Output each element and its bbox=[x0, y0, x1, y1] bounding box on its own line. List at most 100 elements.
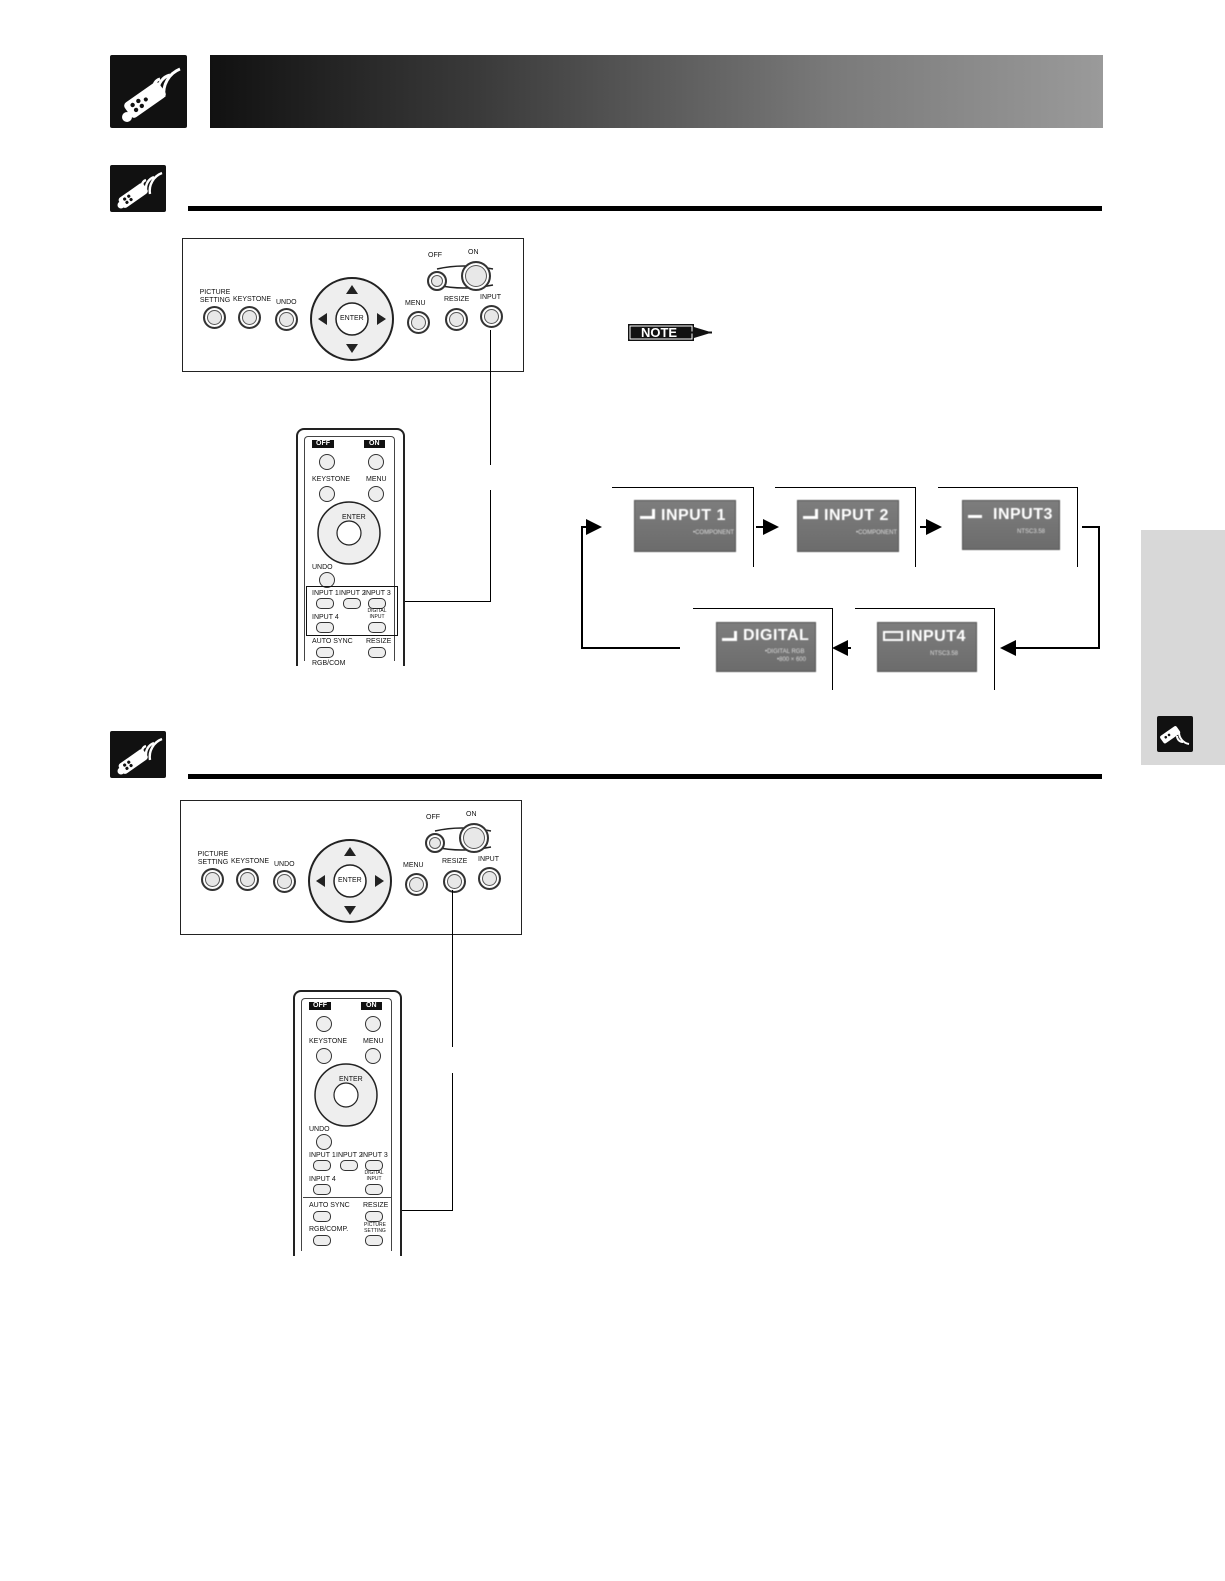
section2-rule bbox=[188, 774, 1102, 779]
panel-picture-setting-label: PICTURE SETTING bbox=[197, 851, 229, 866]
remote-input1-label: INPUT 1 bbox=[309, 1152, 336, 1159]
remote-dpad[interactable] bbox=[313, 1062, 379, 1128]
screen-input4-sub: NTSC3.58 bbox=[930, 651, 959, 657]
note-label: NOTE bbox=[640, 325, 678, 340]
picture-setting-button[interactable] bbox=[203, 306, 226, 329]
remote-on-label: ON bbox=[364, 440, 385, 448]
remote-digital-input-label: DIGITAL INPUT bbox=[364, 1170, 384, 1182]
remote-input2-button[interactable] bbox=[343, 598, 361, 609]
remote-resize-label: RESIZE bbox=[363, 1202, 389, 1209]
panel-undo-label: UNDO bbox=[274, 861, 295, 868]
panel-enter-label: ENTER bbox=[340, 315, 364, 322]
panel-off-label: OFF bbox=[426, 814, 440, 821]
panel-menu-label: MENU bbox=[403, 862, 424, 869]
connector-line bbox=[452, 1073, 453, 1211]
note-tag bbox=[628, 324, 712, 341]
remote-on-button[interactable] bbox=[368, 454, 384, 470]
panel-menu-label: MENU bbox=[405, 300, 426, 307]
resize-button[interactable] bbox=[443, 870, 466, 893]
input-button[interactable] bbox=[478, 867, 501, 890]
remote-digital-input-button[interactable] bbox=[365, 1184, 383, 1195]
dpad[interactable] bbox=[307, 838, 393, 924]
screen-input2-title: INPUT 2 bbox=[824, 507, 889, 524]
section1-remote-icon bbox=[110, 165, 166, 212]
remote-enter-label: ENTER bbox=[339, 1076, 363, 1083]
remote-input3-button[interactable] bbox=[368, 598, 386, 609]
remote-keystone-label: KEYSTONE bbox=[309, 1038, 347, 1045]
screen-input3-title: INPUT3 bbox=[993, 506, 1053, 523]
input-button[interactable] bbox=[480, 305, 503, 328]
screen-input2-sub: •COMPONENT bbox=[856, 530, 898, 536]
remote-digital-input-button[interactable] bbox=[368, 622, 386, 633]
remote-dpad[interactable] bbox=[316, 500, 382, 566]
connector-line bbox=[396, 601, 491, 602]
input-icon bbox=[968, 509, 982, 518]
remote-menu-button[interactable] bbox=[368, 486, 384, 502]
remote-undo-label: UNDO bbox=[309, 1126, 330, 1133]
remote-resize-button[interactable] bbox=[365, 1211, 383, 1222]
section1-projector-panel: OFF ON PICTURE SETTING KEYSTONE UNDO ENT… bbox=[182, 238, 524, 372]
remote-undo-button[interactable] bbox=[319, 572, 335, 588]
panel-on-label: ON bbox=[468, 249, 479, 256]
keystone-button[interactable] bbox=[236, 868, 259, 891]
remote-off-button[interactable] bbox=[316, 1016, 332, 1032]
remote-input4-button[interactable] bbox=[316, 622, 334, 633]
remote-input3-button[interactable] bbox=[365, 1160, 383, 1171]
panel-resize-label: RESIZE bbox=[442, 858, 468, 865]
panel-off-label: OFF bbox=[428, 252, 442, 259]
remote-input4-button[interactable] bbox=[313, 1184, 331, 1195]
menu-button[interactable] bbox=[407, 311, 430, 334]
remote-off-label: OFF bbox=[312, 440, 334, 448]
panel-keystone-label: KEYSTONE bbox=[233, 296, 271, 303]
menu-button[interactable] bbox=[405, 873, 428, 896]
input-icon bbox=[803, 509, 818, 519]
screen-input2: INPUT 2 •COMPONENT bbox=[797, 500, 899, 552]
panel-undo-label: UNDO bbox=[276, 299, 297, 306]
remote-input2-label: INPUT 2 bbox=[336, 1152, 363, 1159]
remote-off-button[interactable] bbox=[319, 454, 335, 470]
power-on-button[interactable] bbox=[461, 261, 491, 291]
resize-button[interactable] bbox=[445, 308, 468, 331]
remote-auto-sync-button[interactable] bbox=[316, 647, 334, 658]
remote-keystone-button[interactable] bbox=[319, 486, 335, 502]
remote-menu-button[interactable] bbox=[365, 1048, 381, 1064]
connector-line bbox=[490, 490, 491, 602]
remote-auto-sync-label: AUTO SYNC bbox=[309, 1202, 350, 1209]
remote-picture-setting-button[interactable] bbox=[365, 1235, 383, 1246]
header-remote-icon bbox=[110, 55, 187, 128]
remote-auto-sync-button[interactable] bbox=[313, 1211, 331, 1222]
power-on-button[interactable] bbox=[459, 823, 489, 853]
remote-rgb-comp-button[interactable] bbox=[313, 1235, 331, 1246]
remote-keystone-button[interactable] bbox=[316, 1048, 332, 1064]
remote-input1-label: INPUT 1 bbox=[312, 590, 339, 597]
remote-rgb-comp-label: RGB/COM bbox=[312, 660, 346, 667]
picture-setting-button[interactable] bbox=[201, 868, 224, 891]
remote-picture-setting-label: PICTURE SETTING bbox=[364, 1222, 386, 1234]
remote-resize-button[interactable] bbox=[368, 647, 386, 658]
power-off-button[interactable] bbox=[427, 271, 447, 291]
input-cycle-arrows bbox=[581, 519, 1100, 656]
remote-input2-label: INPUT 2 bbox=[339, 590, 366, 597]
undo-button[interactable] bbox=[275, 308, 298, 331]
remote-menu-label: MENU bbox=[363, 1038, 384, 1045]
undo-button[interactable] bbox=[273, 870, 296, 893]
remote-input1-button[interactable] bbox=[316, 598, 334, 609]
power-off-button[interactable] bbox=[425, 833, 445, 853]
dpad[interactable] bbox=[309, 276, 395, 362]
remote-auto-sync-label: AUTO SYNC bbox=[312, 638, 353, 645]
remote-keystone-label: KEYSTONE bbox=[312, 476, 350, 483]
section2-projector-panel: OFF ON PICTURE SETTING KEYSTONE UNDO ENT… bbox=[180, 800, 522, 935]
remote-undo-button[interactable] bbox=[316, 1134, 332, 1150]
remote-input2-button[interactable] bbox=[340, 1160, 358, 1171]
input-icon bbox=[883, 631, 903, 641]
keystone-button[interactable] bbox=[238, 306, 261, 329]
remote-input4-label: INPUT 4 bbox=[312, 614, 339, 621]
remote-input1-button[interactable] bbox=[313, 1160, 331, 1171]
remote-on-button[interactable] bbox=[365, 1016, 381, 1032]
input-icon bbox=[640, 509, 655, 519]
screen-input3: INPUT3 NTSC3.58 bbox=[962, 500, 1060, 550]
divider bbox=[303, 1197, 391, 1198]
panel-on-label: ON bbox=[466, 811, 477, 818]
panel-keystone-label: KEYSTONE bbox=[231, 858, 269, 865]
header-title-bar bbox=[210, 55, 1103, 128]
